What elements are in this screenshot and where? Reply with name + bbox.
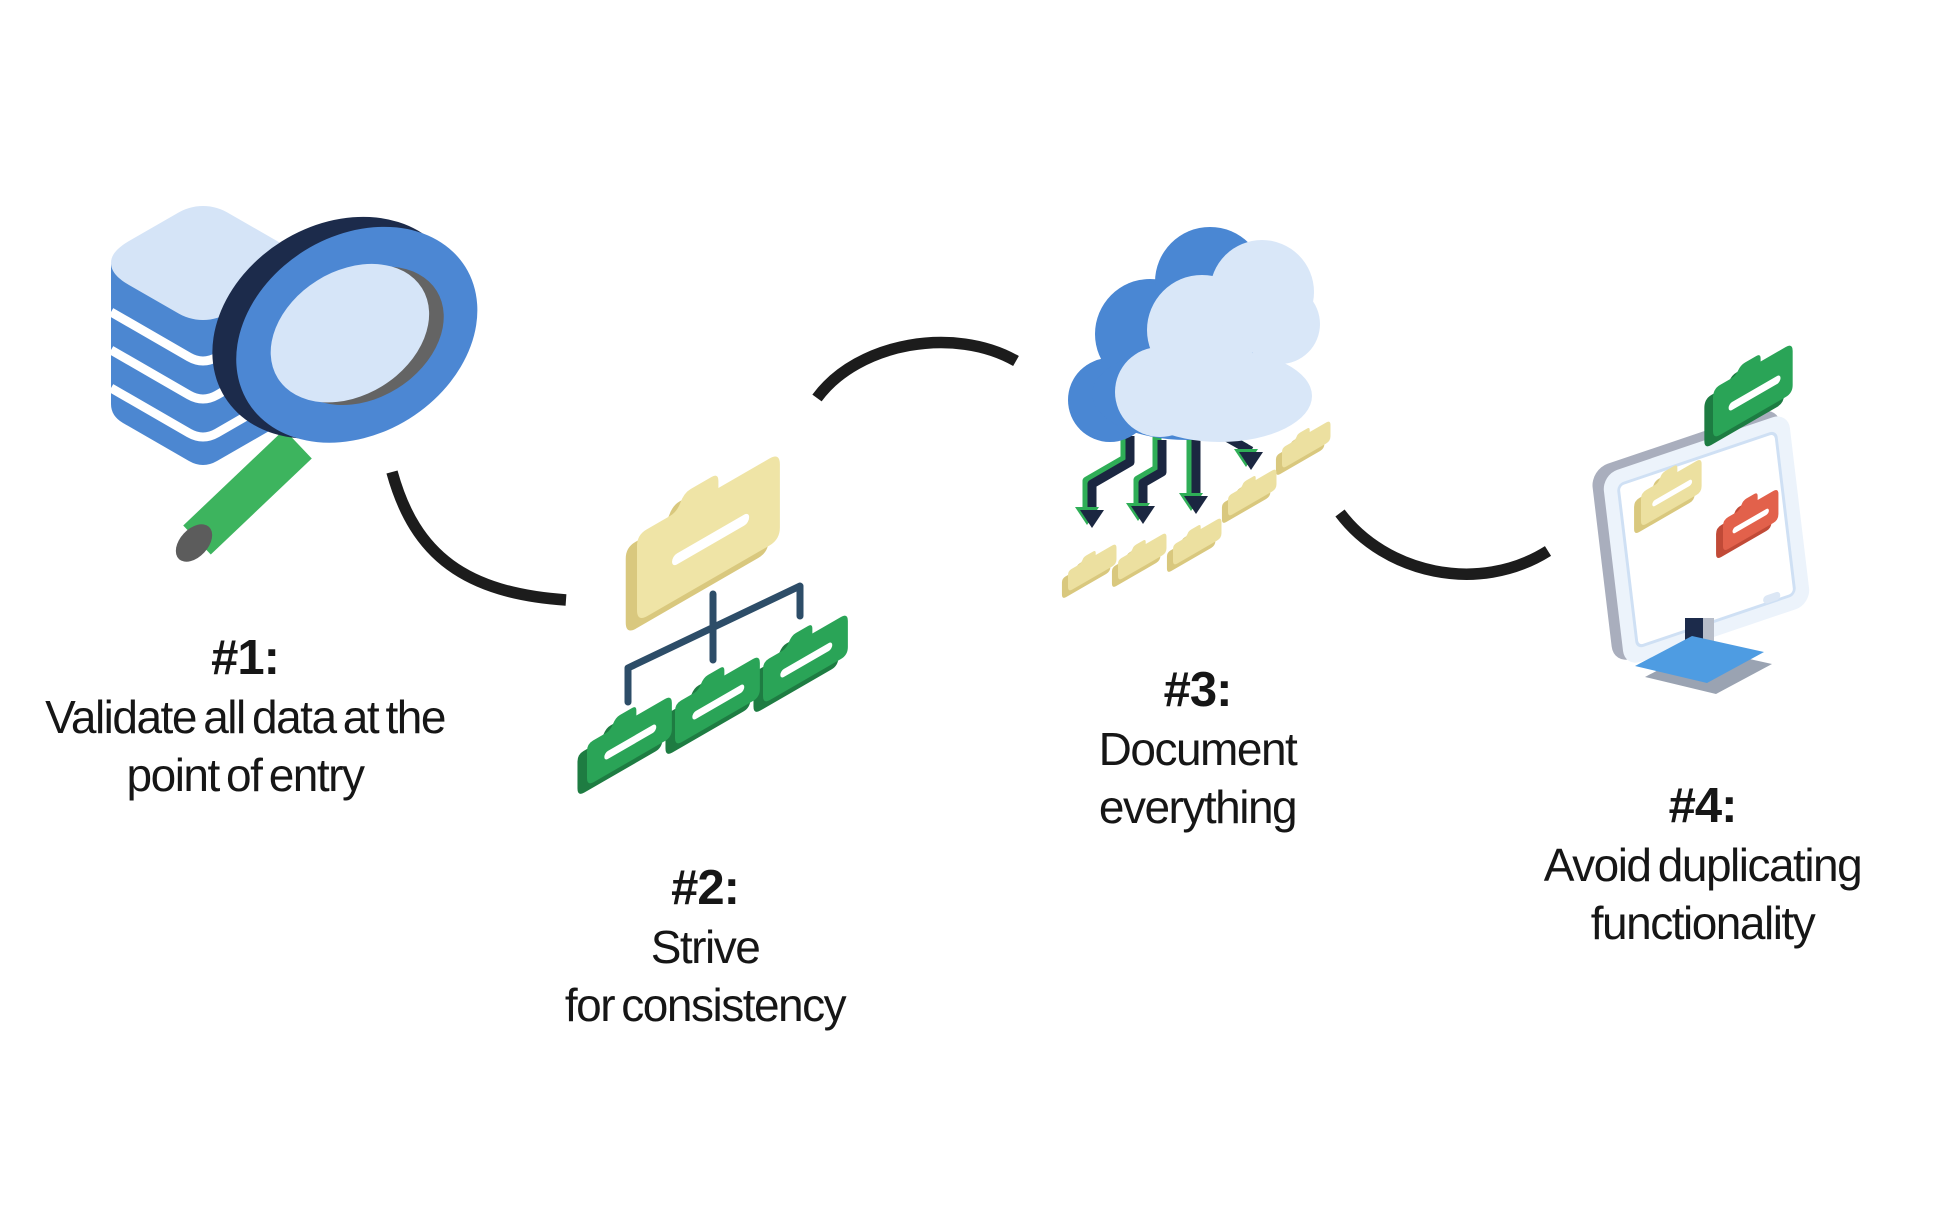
monitor-folders-icon [1592, 345, 1810, 694]
magnifier-handle-cap [175, 524, 213, 562]
database-magnifier-icon [108, 206, 478, 562]
magnifier-handle [183, 429, 312, 555]
step-4-line-1: Avoid duplicating [1543, 839, 1863, 891]
magnifier-icon [175, 216, 478, 562]
step-1-caption: #1: Validate all data at the point of en… [10, 628, 480, 804]
folder-hierarchy-icon [577, 456, 848, 794]
tree-lines [624, 582, 804, 706]
step-1-line-1: Validate all data at the [45, 691, 446, 743]
step-4-line-2: functionality [1590, 897, 1816, 949]
step-3-caption: #3: Document everything [990, 660, 1405, 836]
step-2-line-2: for consistency [564, 979, 847, 1031]
step-2-line-1: Strive [650, 921, 761, 973]
connector-arc-2 [812, 336, 1019, 402]
step-3-number: #3: [1163, 663, 1233, 717]
cloud-front [1115, 240, 1320, 442]
connector-arc-3 [1335, 509, 1552, 580]
screen-folder-yellow [1634, 460, 1702, 533]
cloud-sync-icon [1061, 227, 1331, 598]
corner-folder-green [1704, 345, 1793, 447]
step-3-line-1: Document [1098, 723, 1298, 775]
screen-folder-red [1716, 490, 1779, 558]
small-folder [1275, 421, 1331, 475]
monitor-icon [1592, 410, 1810, 694]
step-4-caption: #4: Avoid duplicating functionality [1470, 776, 1935, 952]
child-folder [753, 615, 848, 712]
step-1-line-2: point of entry [126, 749, 365, 801]
step-4-number: #4: [1668, 779, 1738, 833]
small-folder [1221, 469, 1277, 523]
monitor-stand-base [1635, 636, 1764, 683]
small-folder [1061, 544, 1117, 598]
step-3-line-2: everything [1098, 781, 1298, 833]
child-folder [665, 657, 760, 754]
step-2-number: #2: [671, 861, 740, 915]
child-folder [577, 697, 672, 794]
parent-folder [625, 456, 780, 631]
small-folder [1111, 533, 1167, 587]
connector-arc-1 [386, 470, 567, 606]
step-1-number: #1: [211, 631, 280, 685]
small-folder [1166, 518, 1222, 572]
step-2-caption: #2: Strive for consistency [495, 858, 915, 1034]
